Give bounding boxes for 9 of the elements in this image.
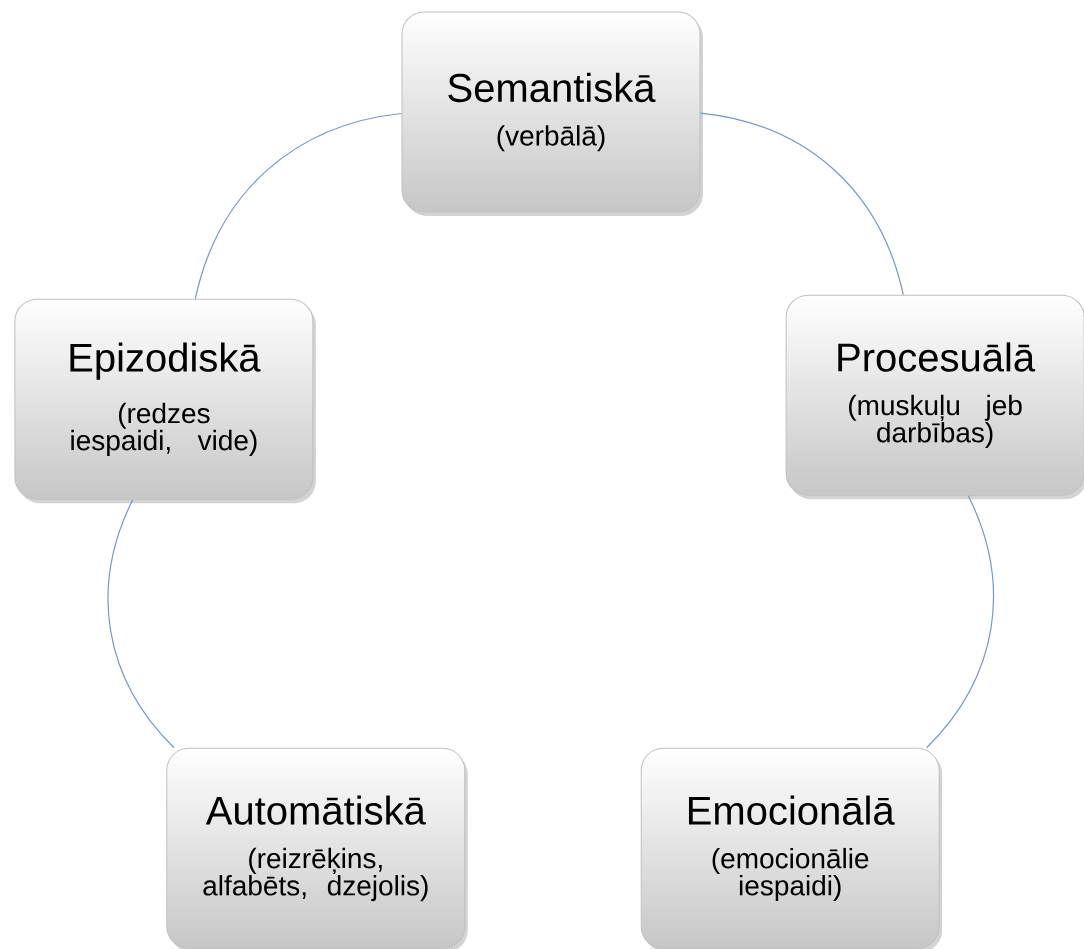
connector-arc [926,495,994,749]
connector-arc [699,112,904,296]
memory-box: Semantiskā (verbālā) [401,11,703,216]
memory-box: Emocionālā (emocionālie iespaidi) [640,747,943,949]
memory-box: Epizodiskā (redzes iespaidi, vide) [14,298,316,504]
connector-arc [107,499,175,749]
memory-box: Automātiskā (reizrēķins, alfabēts, dzejolis) [166,747,468,949]
connector-arc [194,112,403,300]
memory-box: Procesuālā (muskuļu jeb darbības) [785,294,1084,500]
